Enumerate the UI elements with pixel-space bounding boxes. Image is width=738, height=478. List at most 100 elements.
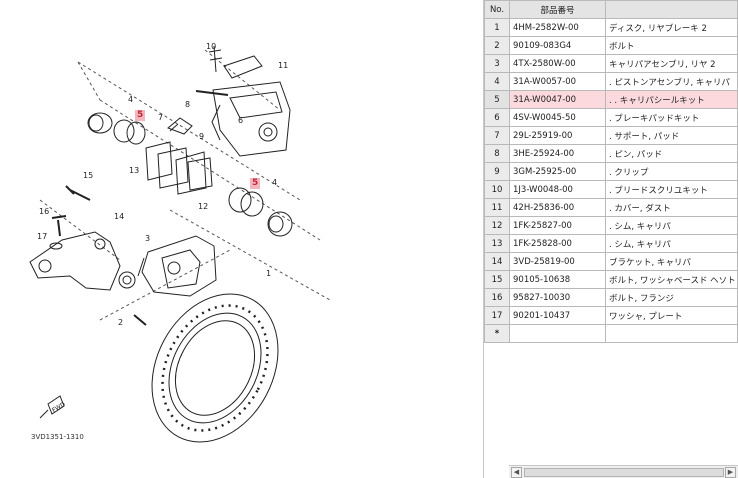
part-name-cell[interactable]: ボルト, ワッシャベースド ヘソト: [605, 270, 738, 289]
part-name-cell[interactable]: ワッシャ, プレート: [605, 306, 738, 325]
part-number-cell[interactable]: 90109-083G4: [509, 36, 606, 55]
new-record-marker[interactable]: *: [484, 324, 510, 343]
scroll-right-button[interactable]: ▶: [725, 467, 736, 478]
callout-14: 14: [114, 212, 125, 221]
callout-7: 7: [158, 113, 164, 122]
part-number-cell[interactable]: 90105-10638: [509, 270, 606, 289]
row-number-cell[interactable]: 17: [484, 306, 510, 325]
part-name-cell[interactable]: . . キャリパシールキット: [605, 90, 738, 109]
row-number-cell[interactable]: 5: [484, 90, 510, 109]
header-part-name[interactable]: [605, 0, 738, 19]
row-number-cell[interactable]: 1: [484, 18, 510, 37]
parts-diagram: 1 2 3 4 4 5 5 6 7 8 9 10 11 12 13 14 15 …: [29, 42, 331, 443]
row-number-cell[interactable]: 9: [484, 162, 510, 181]
new-part-name-cell[interactable]: [605, 324, 738, 343]
callout-10: 10: [206, 42, 217, 51]
part-number-cell[interactable]: 31A-W0057-00: [509, 72, 606, 91]
scroll-left-button[interactable]: ◀: [511, 467, 522, 478]
scrollbar-thumb[interactable]: [524, 468, 724, 477]
row-number-cell[interactable]: 10: [484, 180, 510, 199]
part-number-cell[interactable]: 31A-W0047-00: [509, 90, 606, 109]
pad-pin: [195, 90, 229, 96]
dust-cover: [223, 55, 263, 79]
part-name-cell[interactable]: . ブレーキパッドキット: [605, 108, 738, 127]
part-number-cell[interactable]: 1FK-25828-00: [509, 234, 606, 253]
part-number-cell[interactable]: 4HM-2582W-00: [509, 18, 606, 37]
row-number-cell[interactable]: 12: [484, 216, 510, 235]
part-name-cell[interactable]: ディスク, リヤブレーキ 2: [605, 18, 738, 37]
row-number-cell[interactable]: 8: [484, 144, 510, 163]
row-number-cell[interactable]: 15: [484, 270, 510, 289]
part-number-cell[interactable]: 4SV-W0045-50: [509, 108, 606, 127]
part-name-cell[interactable]: . シム, キャリパ: [605, 234, 738, 253]
part-number-cell[interactable]: 3GM-25925-00: [509, 162, 606, 181]
callout-9: 9: [199, 132, 205, 141]
part-number-cell[interactable]: 4TX-2580W-00: [509, 54, 606, 73]
part-number-cell[interactable]: 42H-25836-00: [509, 198, 606, 217]
part-number-cell[interactable]: 1J3-W0048-00: [509, 180, 606, 199]
callout-13: 13: [129, 166, 140, 175]
callout-3: 3: [145, 234, 151, 243]
header-no[interactable]: No.: [484, 0, 510, 19]
part-number-cell[interactable]: 90201-10437: [509, 306, 606, 325]
part-name-cell[interactable]: ブラケット, キャリパ: [605, 252, 738, 271]
row-number-cell[interactable]: 2: [484, 36, 510, 55]
part-number-cell[interactable]: 1FK-25827-00: [509, 216, 606, 235]
part-number-cell[interactable]: 29L-25919-00: [509, 126, 606, 145]
callout-5-left[interactable]: 5: [135, 110, 146, 121]
row-number-cell[interactable]: 3: [484, 54, 510, 73]
new-record-row[interactable]: *: [484, 324, 738, 343]
part-number-cell[interactable]: 3HE-25924-00: [509, 144, 606, 163]
part-number-cell[interactable]: 3VD-25819-00: [509, 252, 606, 271]
brake-disc: [151, 293, 279, 443]
row-number-cell[interactable]: 6: [484, 108, 510, 127]
callout-8: 8: [185, 100, 191, 109]
part-name-cell[interactable]: ボルト, フランジ: [605, 288, 738, 307]
caliper-assembly: [137, 235, 217, 297]
washer-17: [49, 242, 63, 250]
bleed-screw: [208, 45, 223, 73]
callout-5-right[interactable]: 5: [250, 178, 261, 189]
part-name-cell[interactable]: キャリパアセンブリ, リヤ 2: [605, 54, 738, 73]
horizontal-scrollbar[interactable]: ◀ ▶: [509, 465, 738, 478]
part-name-cell[interactable]: . シム, キャリパ: [605, 216, 738, 235]
part-name-cell[interactable]: . ブリードスクリユキット: [605, 180, 738, 199]
row-number-cell[interactable]: 11: [484, 198, 510, 217]
part-name-cell[interactable]: . ピン, パッド: [605, 144, 738, 163]
part-name-cell[interactable]: . クリップ: [605, 162, 738, 181]
bolt-16: [51, 215, 67, 237]
part-name-cell[interactable]: . ピストンアセンブリ, キャリパ: [605, 72, 738, 91]
bolt-15: [65, 185, 91, 201]
part-name-cell[interactable]: . サポート, パッド: [605, 126, 738, 145]
part-name-cell[interactable]: ボルト: [605, 36, 738, 55]
row-number-cell[interactable]: 13: [484, 234, 510, 253]
row-number-cell[interactable]: 14: [484, 252, 510, 271]
pad-support: [167, 117, 193, 135]
new-part-number-cell[interactable]: [509, 324, 606, 343]
row-number-cell[interactable]: 4: [484, 72, 510, 91]
part-number-cell[interactable]: 95827-10030: [509, 288, 606, 307]
callout-11: 11: [278, 61, 289, 70]
part-name-cell[interactable]: . カバー, ダスト: [605, 198, 738, 217]
row-number-cell[interactable]: 7: [484, 126, 510, 145]
callout-2: 2: [118, 318, 124, 327]
header-part-number[interactable]: 部品番号: [509, 0, 606, 19]
row-number-cell[interactable]: 16: [484, 288, 510, 307]
